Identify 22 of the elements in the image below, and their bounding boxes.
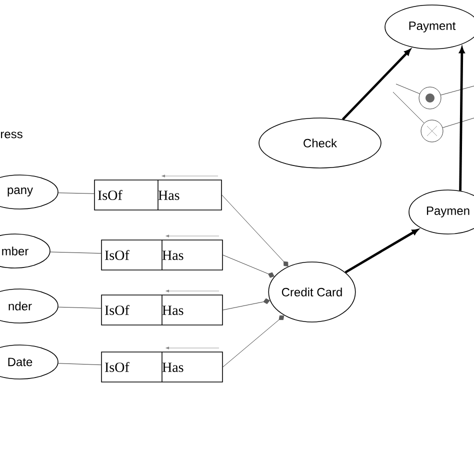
connector [344,229,418,274]
connector [222,298,270,310]
circle-symbol [420,120,444,142]
circle-symbol [418,86,442,110]
connector [442,118,474,128]
connector [58,306,102,308]
relationship-box: IsOf Has [94,180,222,210]
connector [58,192,94,194]
relationship-box: IsOf Has [101,240,223,270]
connector [222,254,274,278]
relationship-box: IsOf Has [101,294,223,326]
connector [222,194,288,266]
attribute-label: ress [1,132,22,138]
connector [392,92,424,124]
connector [50,252,102,254]
connector [342,49,411,120]
connector [440,86,474,96]
connector [396,84,420,94]
relationship-box: IsOf Has [101,352,223,382]
connector [222,315,284,368]
connector [58,363,102,366]
connector [459,47,465,191]
